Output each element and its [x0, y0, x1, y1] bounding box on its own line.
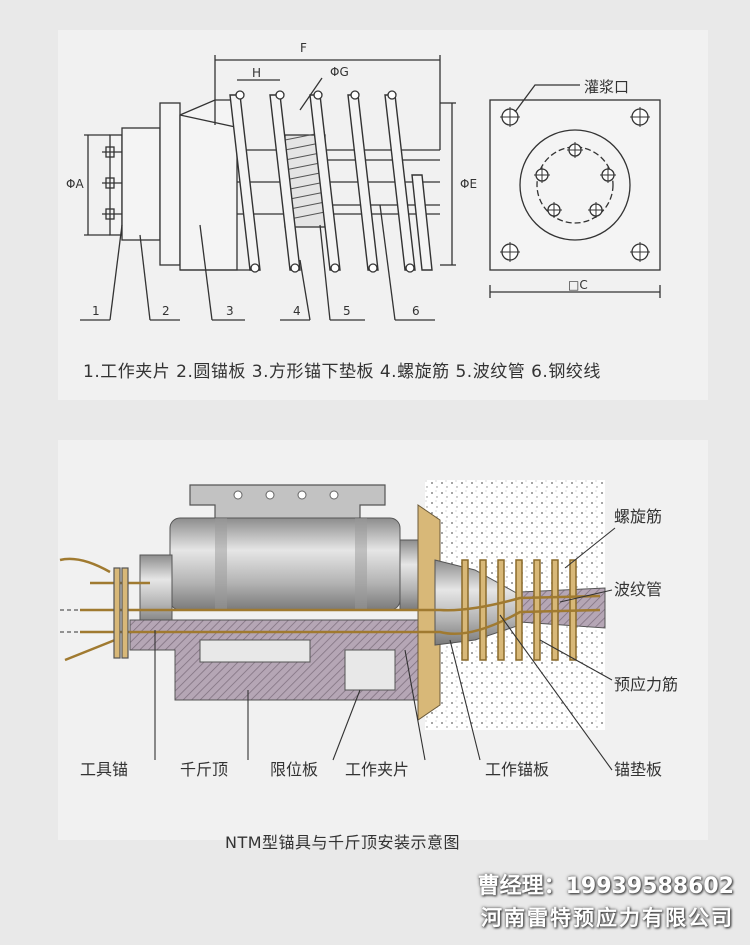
footer-company: 河南雷特预应力有限公司	[481, 906, 734, 930]
dim-a-label: ΦA	[66, 177, 84, 191]
dim-f-label: F	[300, 41, 307, 55]
end-view-drawing	[489, 84, 661, 298]
dim-g-label: ΦG	[330, 65, 349, 79]
bottom-caption: NTM型锚具与千斤顶安装示意图	[225, 833, 461, 852]
label-spiral-rebar: 螺旋筋	[614, 507, 662, 526]
dim-h-label: H	[252, 66, 261, 80]
label-limit-plate: 限位板	[270, 760, 318, 779]
footer-contact: 曹经理：19939588602	[477, 874, 734, 899]
part-number-3: 3	[226, 304, 234, 318]
part-number-6: 6	[412, 304, 420, 318]
label-prestressed-tendon: 预应力筋	[614, 675, 678, 694]
label-jack: 千斤顶	[180, 760, 228, 779]
dim-c-label: □C	[568, 278, 588, 292]
label-work-anchor-plate: 工作锚板	[485, 760, 549, 779]
label-corrugated-tube: 波纹管	[614, 580, 662, 599]
dim-e-label: ΦE	[460, 177, 477, 191]
side-view-drawing	[80, 55, 456, 321]
part-number-2: 2	[162, 304, 170, 318]
part-number-5: 5	[343, 304, 351, 318]
top-legend: 1.工作夹片 2.圆锚板 3.方形锚下垫板 4.螺旋筋 5.波纹管 6.钢绞线	[83, 362, 601, 382]
label-bearing-plate: 锚垫板	[614, 760, 662, 779]
part-number-1: 1	[92, 304, 100, 318]
label-work-clip: 工作夹片	[345, 760, 409, 779]
label-tool-anchor: 工具锚	[80, 760, 128, 779]
installation-drawing	[59, 480, 616, 771]
grout-port-label: 灌浆口	[584, 78, 629, 96]
part-number-4: 4	[293, 304, 301, 318]
